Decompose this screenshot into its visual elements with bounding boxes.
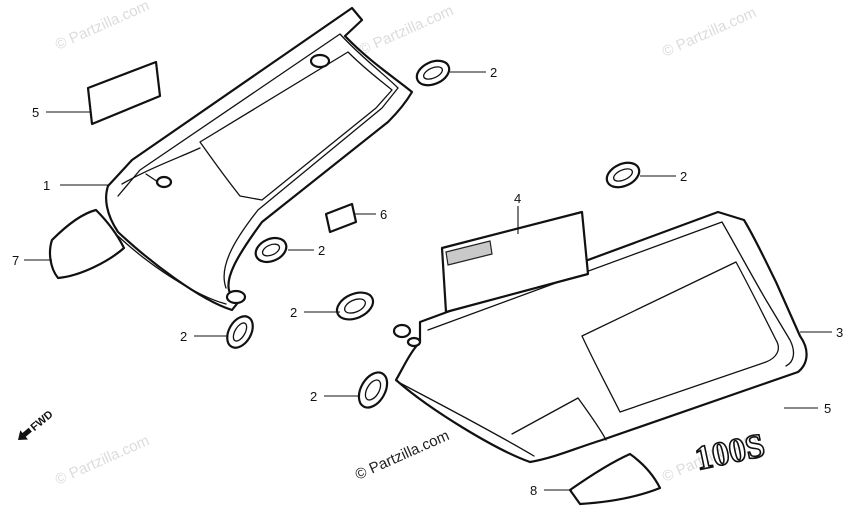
left-cover-inner-rim — [117, 33, 399, 289]
right-side-cover — [392, 210, 808, 464]
callout-2-bottom: 2 — [310, 389, 317, 404]
callout-4: 4 — [514, 191, 521, 206]
callout-2-mid: 2 — [290, 305, 297, 320]
callout-5-left: 5 — [32, 105, 39, 120]
decal-7 — [48, 208, 126, 280]
callout-2-right-upper: 2 — [680, 169, 687, 184]
callout-1: 1 — [43, 178, 50, 193]
watermark-top-left: © Partzilla.com — [53, 0, 152, 54]
emblem-100s: 100S — [691, 426, 769, 478]
grommet-top-right — [415, 59, 451, 87]
watermark-top-center: © Partzilla.com — [357, 2, 456, 59]
left-cover-top-pin — [309, 53, 331, 69]
decal-6 — [324, 202, 358, 234]
callout-6: 6 — [380, 207, 387, 222]
callout-7: 7 — [12, 253, 19, 268]
left-cover-crease — [121, 147, 201, 185]
fwd-label: FWD — [29, 408, 56, 433]
grommets — [226, 59, 641, 409]
left-cover-shell — [105, 6, 414, 312]
right-cover-window — [581, 261, 780, 413]
grommet-bottom — [357, 371, 389, 409]
right-cover-lower-edge — [397, 381, 535, 457]
right-cover-pin-tip — [406, 336, 422, 348]
grommet-mid — [335, 291, 375, 321]
left-side-cover — [105, 6, 414, 312]
fwd-arrow-icon — [18, 427, 32, 440]
right-cover-shell — [394, 210, 808, 464]
grommet-right-upper — [605, 161, 641, 189]
right-cover-fold — [511, 397, 607, 441]
plate-outline — [440, 210, 590, 314]
right-cover-top-edge — [427, 221, 795, 367]
callout-2-left-lower: 2 — [180, 329, 187, 344]
plate-part-4 — [440, 210, 590, 314]
callout-5-right: 5 — [824, 401, 831, 416]
callout-2-center: 2 — [318, 243, 325, 258]
watermark-bottom-left: © Partzilla.com — [53, 432, 152, 489]
callout-2-top: 2 — [490, 65, 497, 80]
left-cover-bottom-pin — [225, 289, 247, 305]
watermark-top-right: © Partzilla.com — [660, 4, 759, 61]
left-cover-window — [199, 51, 393, 201]
watermark-main: © Partzilla.com — [353, 427, 452, 484]
plate-shaded-strip — [445, 240, 493, 266]
callout-labels: 1 2 2 2 2 2 2 3 4 5 5 6 7 8 — [12, 65, 843, 498]
left-cover-lower-edge — [117, 235, 227, 305]
callout-3: 3 — [836, 325, 843, 340]
emblem-text: 100S — [692, 427, 768, 478]
leader-lines — [24, 71, 832, 491]
grommet-center — [254, 236, 288, 264]
left-cover-tab-knob — [155, 175, 173, 189]
decal-8 — [568, 452, 662, 506]
callout-8: 8 — [530, 483, 537, 498]
decal-5-left — [86, 60, 162, 126]
right-cover-pin — [392, 323, 412, 339]
grommet-left-lower — [226, 315, 254, 349]
decals — [48, 60, 662, 506]
fwd-indicator: FWD — [18, 408, 56, 440]
